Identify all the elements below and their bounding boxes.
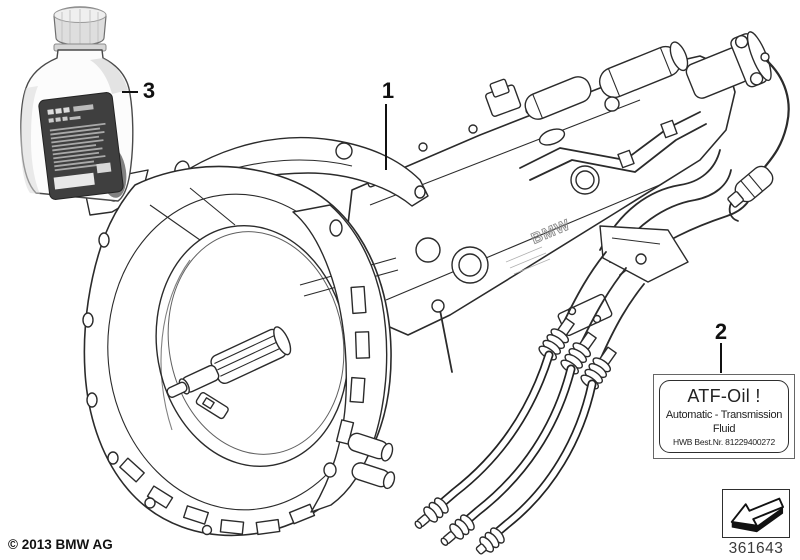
orientation-stamp bbox=[722, 489, 790, 538]
input-shaft bbox=[166, 326, 292, 398]
atf-line-1: Automatic - Transmission bbox=[665, 408, 783, 421]
oil-bottle-illustration bbox=[20, 6, 134, 202]
atf-oil-label-box: ATF-Oil ! Automatic - Transmission Fluid… bbox=[653, 374, 795, 459]
hose-fittings-top bbox=[538, 251, 645, 390]
atf-line-2: Fluid bbox=[712, 422, 736, 435]
copyright-text: © 2013 BMW AG bbox=[8, 537, 113, 552]
diagram-number: 361643 bbox=[728, 540, 784, 557]
output-flange bbox=[685, 31, 772, 99]
hydraulic-hoses bbox=[414, 350, 597, 555]
callout-oil-bottle[interactable]: 3 bbox=[142, 78, 156, 103]
shift-actuators bbox=[485, 41, 689, 120]
mount-bracket bbox=[431, 225, 689, 373]
atf-title: ATF-Oil ! bbox=[687, 385, 761, 406]
atf-part-number: HWB Best.Nr. 81229400272 bbox=[673, 437, 775, 448]
callout-transmission[interactable]: 1 bbox=[381, 78, 395, 103]
atf-oil-label-inner: ATF-Oil ! Automatic - Transmission Fluid… bbox=[659, 380, 789, 453]
wiring-harness bbox=[727, 52, 790, 222]
direction-arrow-icon bbox=[730, 497, 784, 532]
bell-housing bbox=[82, 136, 429, 537]
connector-plug bbox=[727, 165, 774, 222]
callout-atf-label[interactable]: 2 bbox=[714, 319, 728, 344]
callout-lines bbox=[122, 91, 722, 373]
